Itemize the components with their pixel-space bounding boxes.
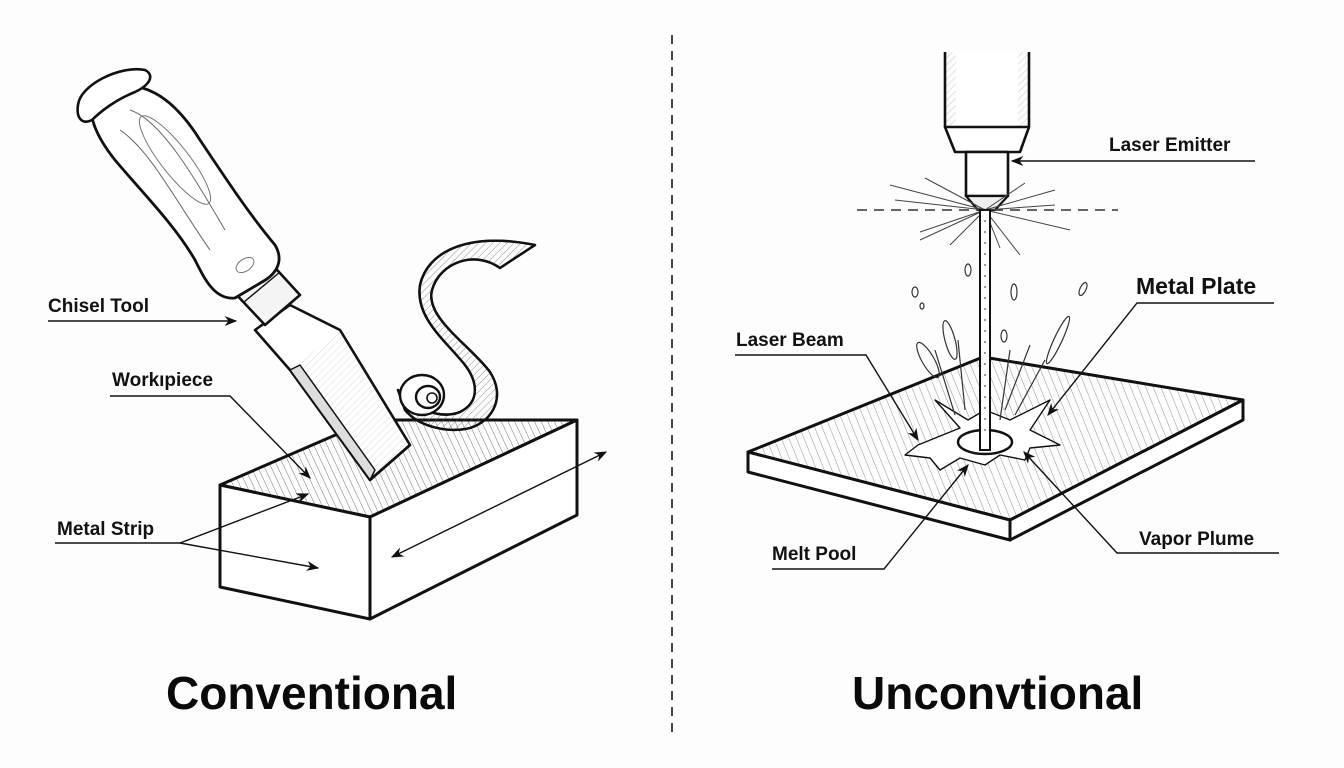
metal-plate-drawing [746, 355, 1245, 542]
nozzle-sparks [889, 177, 1071, 256]
vapor-ejecta [911, 263, 1088, 421]
laser-beam-drawing [979, 209, 991, 451]
label-laser-emitter: Laser Emitter [1109, 135, 1231, 156]
label-chisel-tool: Chisel Tool [48, 296, 149, 317]
label-vapor-plume: Vapor Plume [1139, 529, 1255, 550]
label-metal-strip: Metal Strip [57, 519, 155, 540]
chisel-tool-drawing [76, 67, 412, 482]
label-laser-beam: Laser Beam [736, 330, 844, 351]
label-workpiece: Workıpiece [112, 370, 214, 391]
right-leaders [735, 155, 1279, 570]
label-metal-plate: Metal Plate [1136, 273, 1257, 299]
title-conventional: Conventional [166, 667, 458, 719]
laser-emitter-drawing [943, 52, 1031, 212]
title-unconventional: Unconvtional [852, 667, 1144, 719]
metal-shaving [396, 239, 537, 432]
left-leaders [48, 315, 608, 571]
label-melt-pool: Melt Pool [772, 544, 857, 565]
